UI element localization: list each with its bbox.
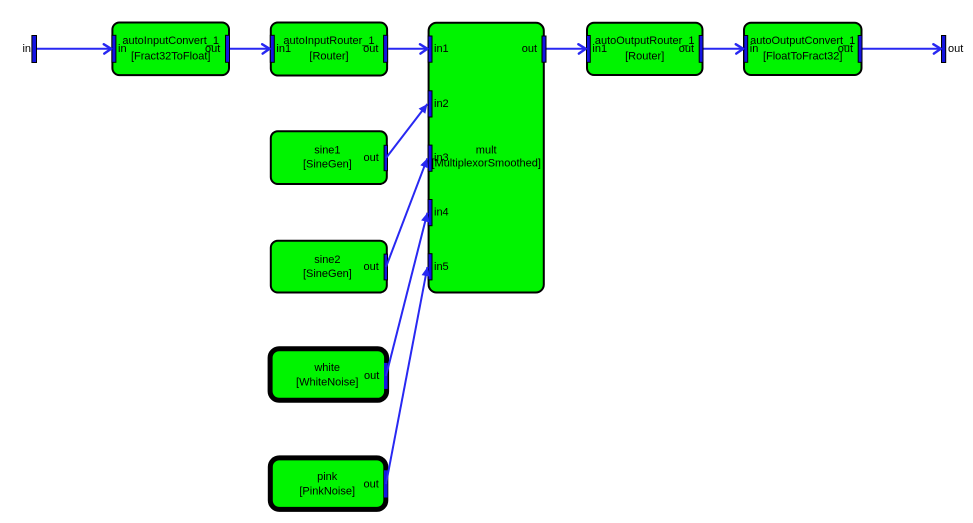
svg-text:pink: pink bbox=[317, 471, 338, 483]
svg-text:[Fract32ToFloat]: [Fract32ToFloat] bbox=[131, 50, 210, 62]
svg-text:out: out bbox=[838, 43, 853, 55]
svg-text:out: out bbox=[948, 43, 963, 55]
svg-text:in: in bbox=[22, 43, 31, 55]
svg-text:in1: in1 bbox=[434, 43, 449, 55]
svg-text:[Router]: [Router] bbox=[309, 50, 348, 62]
svg-text:[FloatToFract32]: [FloatToFract32] bbox=[763, 50, 842, 62]
svg-text:in: in bbox=[750, 43, 759, 55]
svg-text:out: out bbox=[364, 370, 379, 382]
svg-text:out: out bbox=[522, 43, 537, 55]
svg-text:[PinkNoise]: [PinkNoise] bbox=[299, 486, 355, 498]
svg-text:out: out bbox=[364, 261, 379, 273]
svg-text:[SineGen]: [SineGen] bbox=[303, 268, 352, 280]
svg-text:sine2: sine2 bbox=[314, 254, 340, 266]
svg-text:[MultiplexorSmoothed]: [MultiplexorSmoothed] bbox=[431, 157, 540, 169]
svg-text:out: out bbox=[364, 478, 379, 490]
svg-text:in1: in1 bbox=[592, 43, 607, 55]
svg-text:[WhiteNoise]: [WhiteNoise] bbox=[296, 376, 358, 388]
svg-text:sine1: sine1 bbox=[314, 145, 340, 157]
svg-text:mult: mult bbox=[476, 144, 497, 156]
svg-text:in: in bbox=[118, 43, 127, 55]
svg-text:autoInputConvert_1: autoInputConvert_1 bbox=[122, 35, 219, 47]
svg-text:out: out bbox=[363, 43, 378, 55]
svg-text:in2: in2 bbox=[434, 98, 449, 110]
svg-text:in4: in4 bbox=[434, 207, 449, 219]
svg-text:in5: in5 bbox=[434, 261, 449, 273]
svg-text:[Router]: [Router] bbox=[625, 50, 664, 62]
svg-text:autoOutputRouter_1: autoOutputRouter_1 bbox=[595, 35, 695, 47]
svg-text:autoInputRouter_1: autoInputRouter_1 bbox=[283, 35, 374, 47]
svg-text:autoOutputConvert_1: autoOutputConvert_1 bbox=[750, 35, 855, 47]
svg-text:out: out bbox=[205, 43, 220, 55]
svg-text:white: white bbox=[313, 362, 340, 374]
svg-text:out: out bbox=[679, 43, 694, 55]
svg-text:in3: in3 bbox=[434, 152, 449, 164]
svg-text:in1: in1 bbox=[276, 43, 291, 55]
svg-text:out: out bbox=[364, 152, 379, 164]
svg-text:[SineGen]: [SineGen] bbox=[303, 159, 352, 171]
